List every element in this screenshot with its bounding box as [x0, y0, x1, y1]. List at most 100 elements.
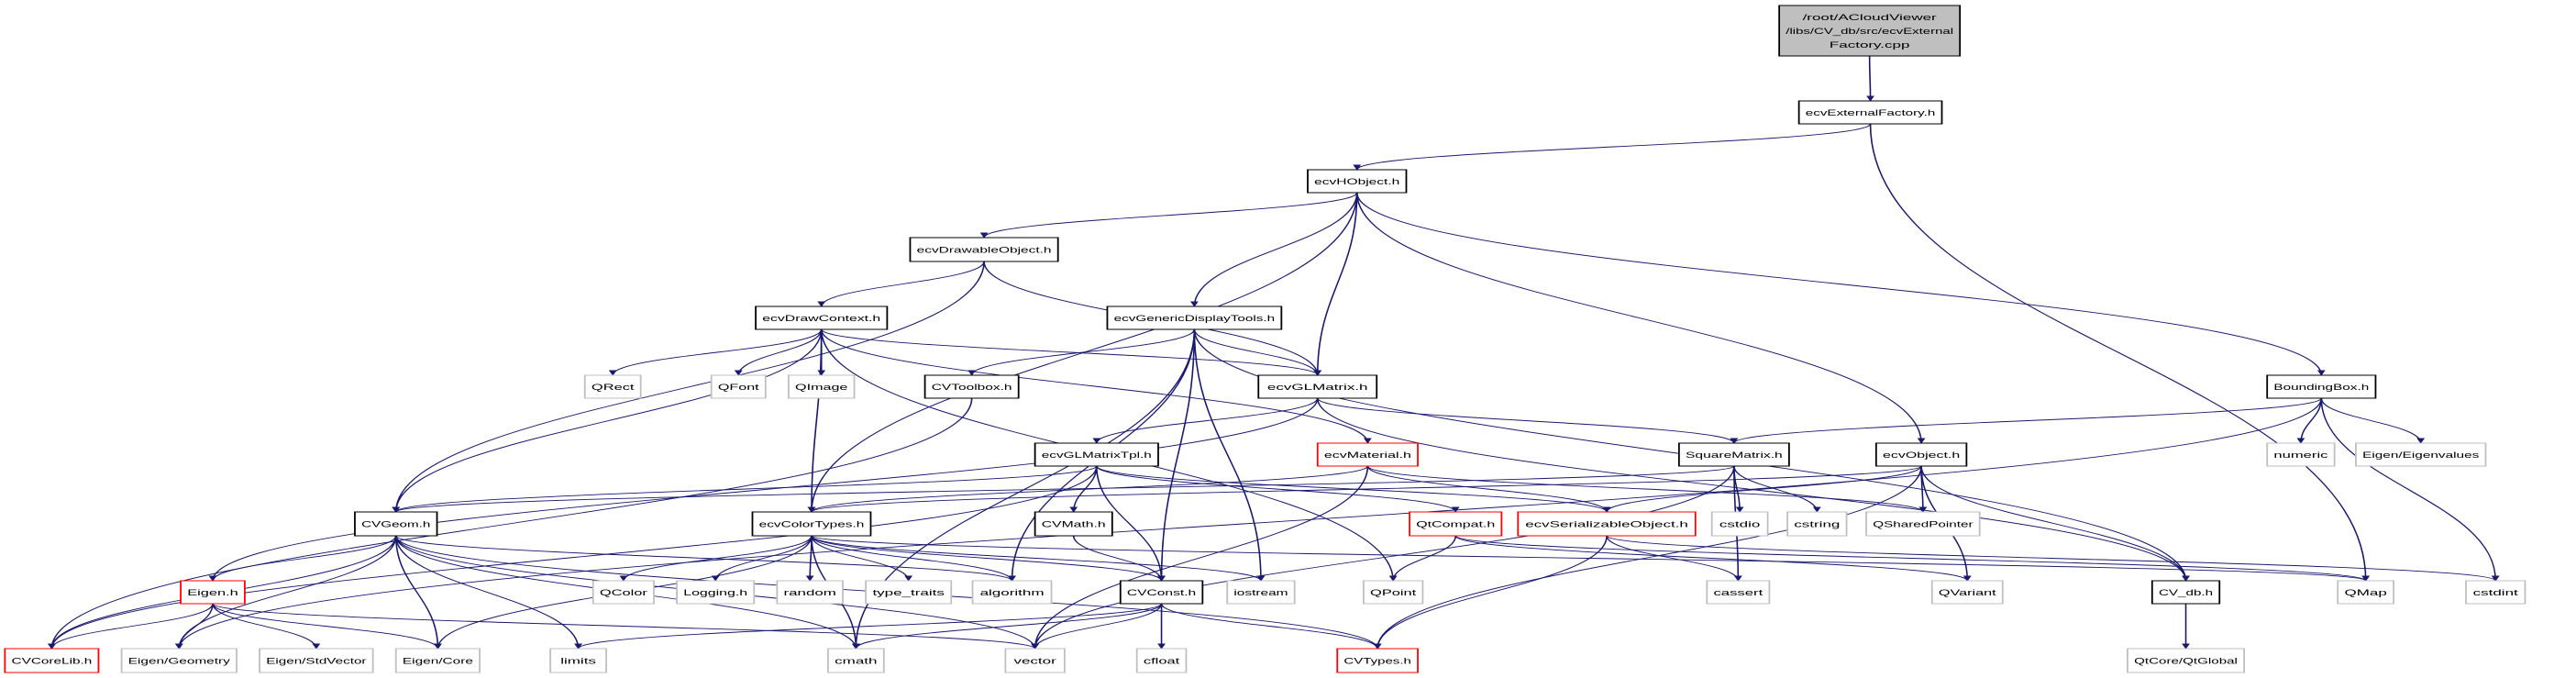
- node-ecv-glmatrix-tpl[interactable]: [1034, 442, 1159, 467]
- node-box[interactable]: [1257, 374, 1378, 399]
- node-box[interactable]: [583, 374, 642, 399]
- node-ecv-hobject[interactable]: [1307, 169, 1408, 194]
- node-cstdio[interactable]: [1710, 511, 1769, 537]
- node-cvcore-lib[interactable]: [4, 648, 100, 673]
- node-box[interactable]: [788, 374, 856, 399]
- node-eigen-std-vector[interactable]: [259, 648, 374, 673]
- node-box[interactable]: [710, 374, 767, 399]
- node-box[interactable]: [1865, 511, 1981, 537]
- node-qvariant[interactable]: [1930, 580, 2004, 605]
- node-cstring[interactable]: [1786, 511, 1848, 537]
- node-ecv-serializable-object[interactable]: [1517, 511, 1697, 537]
- node-qt-compat[interactable]: [1409, 511, 1503, 537]
- node-box[interactable]: [865, 580, 953, 605]
- node-iostream[interactable]: [1226, 580, 1296, 605]
- node-cvtoolbox[interactable]: [923, 374, 1020, 399]
- node-ecv-generic-display-tools[interactable]: [1106, 306, 1283, 330]
- node-bounding-box[interactable]: [2266, 374, 2377, 399]
- node-box[interactable]: [394, 648, 481, 673]
- node-limits[interactable]: [549, 648, 607, 673]
- node-cfloat[interactable]: [1135, 648, 1188, 673]
- node-box[interactable]: [1307, 169, 1408, 194]
- node-eigen-h[interactable]: [180, 580, 246, 605]
- node-cv-db[interactable]: [2150, 580, 2221, 605]
- node-box[interactable]: [2355, 442, 2487, 467]
- node-box[interactable]: [923, 374, 1020, 399]
- node-qfont[interactable]: [710, 374, 767, 399]
- node-box[interactable]: [180, 580, 246, 605]
- node-qpoint[interactable]: [1363, 580, 1424, 605]
- node-box[interactable]: [2266, 442, 2336, 467]
- node-cvtypes[interactable]: [1336, 648, 1419, 673]
- node-box[interactable]: [1797, 100, 1943, 125]
- node-box[interactable]: [4, 648, 100, 673]
- node-box[interactable]: [909, 237, 1059, 262]
- node-ecv-object[interactable]: [1874, 442, 1968, 467]
- node-box[interactable]: [971, 580, 1053, 605]
- node-box[interactable]: [1706, 580, 1771, 605]
- node-vector[interactable]: [1004, 648, 1066, 673]
- node-box[interactable]: [120, 648, 238, 673]
- node-ecv-external-factory[interactable]: [1797, 100, 1943, 125]
- node-box[interactable]: [1034, 442, 1159, 467]
- node-numeric[interactable]: [2266, 442, 2336, 467]
- node-ecv-drawable-object[interactable]: [909, 237, 1059, 262]
- node-box[interactable]: [1786, 511, 1848, 537]
- node-box[interactable]: [1336, 648, 1419, 673]
- node-box[interactable]: [1710, 511, 1769, 537]
- node-cstdint[interactable]: [2465, 580, 2526, 605]
- node-cvconst[interactable]: [1119, 580, 1204, 605]
- node-eigen-eigenvalues[interactable]: [2355, 442, 2487, 467]
- node-box[interactable]: [2127, 648, 2246, 673]
- node-box[interactable]: [1930, 580, 2004, 605]
- node-ecv-draw-context[interactable]: [755, 306, 889, 330]
- node-box[interactable]: [2150, 580, 2221, 605]
- node-box[interactable]: [354, 511, 438, 537]
- node-box[interactable]: [549, 648, 607, 673]
- node-qrect[interactable]: [583, 374, 642, 399]
- node-random[interactable]: [776, 580, 844, 605]
- node-box[interactable]: [826, 648, 885, 673]
- node-box[interactable]: [591, 580, 655, 605]
- node-box[interactable]: [1677, 442, 1790, 467]
- node-cmath[interactable]: [826, 648, 885, 673]
- node-box[interactable]: [259, 648, 374, 673]
- node-cassert[interactable]: [1706, 580, 1771, 605]
- node-box[interactable]: [1119, 580, 1204, 605]
- node-eigen-core[interactable]: [394, 648, 481, 673]
- node-root[interactable]: [1778, 5, 1962, 57]
- node-type-traits[interactable]: [865, 580, 953, 605]
- node-box[interactable]: [1409, 511, 1503, 537]
- node-cvmath[interactable]: [1034, 511, 1113, 537]
- node-box[interactable]: [1778, 5, 1962, 57]
- node-qshared-pointer[interactable]: [1865, 511, 1981, 537]
- node-qt-core-qt-global[interactable]: [2127, 648, 2246, 673]
- node-qmap[interactable]: [2337, 580, 2395, 605]
- node-qcolor[interactable]: [591, 580, 655, 605]
- node-cvgeom[interactable]: [354, 511, 438, 537]
- node-qimage[interactable]: [788, 374, 856, 399]
- node-box[interactable]: [2266, 374, 2377, 399]
- node-ecv-glmatrix[interactable]: [1257, 374, 1378, 399]
- node-box[interactable]: [1226, 580, 1296, 605]
- node-box[interactable]: [2465, 580, 2526, 605]
- node-box[interactable]: [755, 306, 889, 330]
- node-logging[interactable]: [676, 580, 756, 605]
- node-algorithm[interactable]: [971, 580, 1053, 605]
- node-box[interactable]: [751, 511, 872, 537]
- node-box[interactable]: [2337, 580, 2395, 605]
- node-box[interactable]: [1517, 511, 1697, 537]
- node-box[interactable]: [1106, 306, 1283, 330]
- node-box[interactable]: [1316, 442, 1419, 467]
- node-box[interactable]: [1034, 511, 1113, 537]
- node-box[interactable]: [1363, 580, 1424, 605]
- node-box[interactable]: [1874, 442, 1968, 467]
- node-ecv-color-types[interactable]: [751, 511, 872, 537]
- node-box[interactable]: [1004, 648, 1066, 673]
- node-box[interactable]: [776, 580, 844, 605]
- node-box[interactable]: [1135, 648, 1188, 673]
- node-ecv-material[interactable]: [1316, 442, 1419, 467]
- node-square-matrix[interactable]: [1677, 442, 1790, 467]
- node-eigen-geometry[interactable]: [120, 648, 238, 673]
- node-box[interactable]: [676, 580, 756, 605]
